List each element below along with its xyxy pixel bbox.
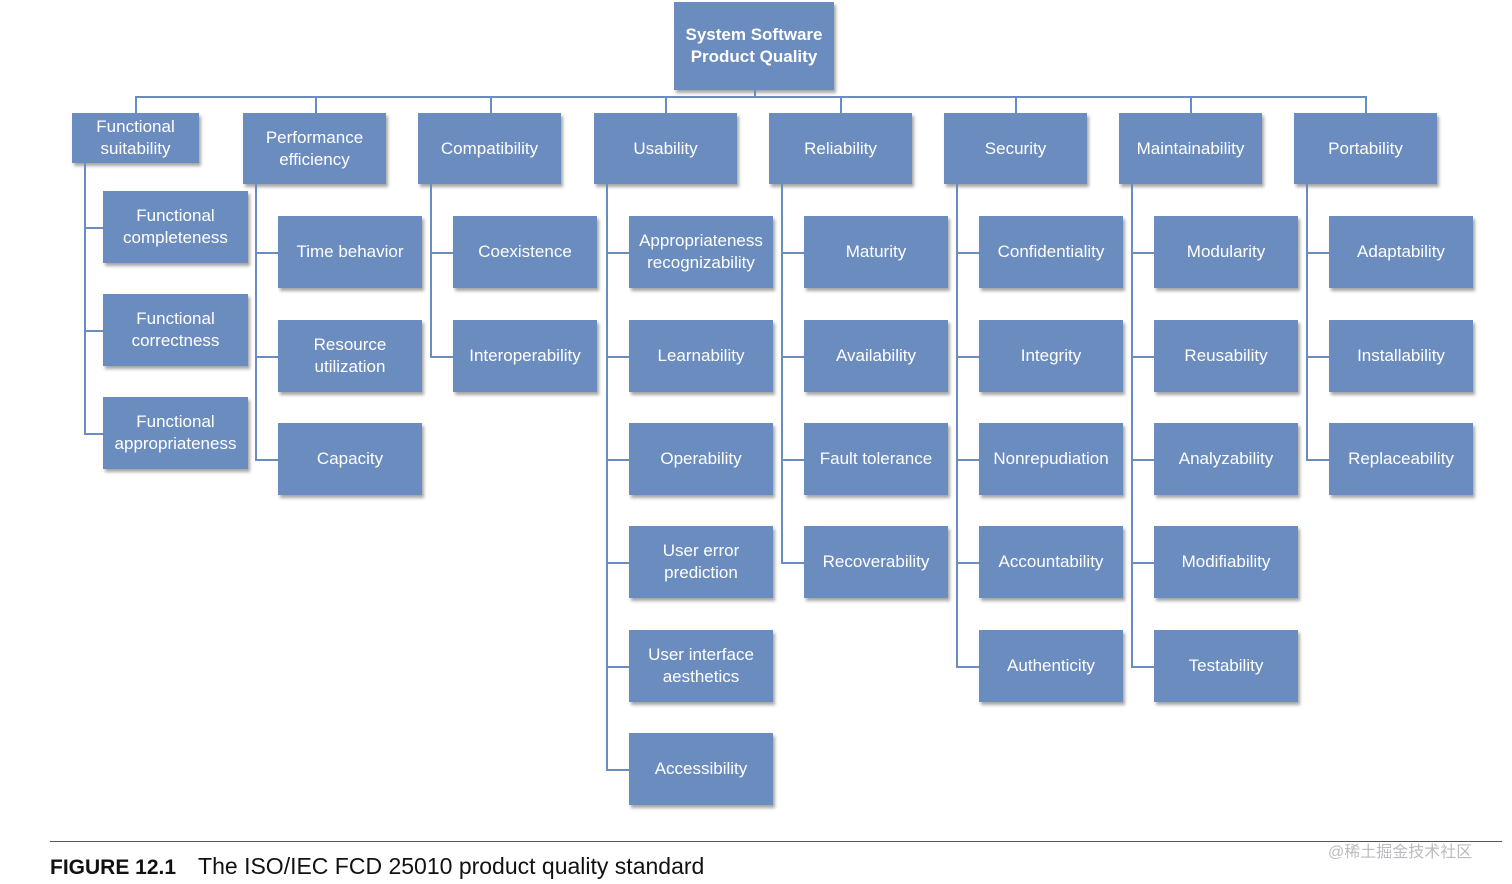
connector-line	[1131, 252, 1154, 254]
figure-caption: FIGURE 12.1 The ISO/IEC FCD 25010 product…	[50, 853, 704, 880]
attribute-node: Authenticity	[979, 630, 1123, 702]
attribute-node: Recoverability	[804, 526, 948, 598]
connector-line	[1365, 96, 1367, 113]
connector-line	[1131, 184, 1133, 667]
connector-line	[1131, 562, 1154, 564]
attribute-node: Integrity	[979, 320, 1123, 392]
attribute-node: Testability	[1154, 630, 1298, 702]
connector-line	[430, 252, 453, 254]
attribute-node: Analyzability	[1154, 423, 1298, 495]
connector-line	[1131, 666, 1154, 668]
connector-line	[135, 96, 137, 113]
figure-label: FIGURE 12.1	[50, 856, 177, 879]
connector-line	[956, 184, 958, 667]
category-node: Portability	[1294, 113, 1437, 184]
connector-line	[665, 96, 667, 113]
attribute-node: Modularity	[1154, 216, 1298, 288]
connector-line	[135, 96, 1367, 98]
attribute-node: Maturity	[804, 216, 948, 288]
connector-line	[84, 433, 103, 435]
connector-line	[781, 356, 804, 358]
attribute-node: Coexistence	[453, 216, 597, 288]
connector-line	[840, 96, 842, 113]
attribute-node: Confidentiality	[979, 216, 1123, 288]
attribute-node: Reusability	[1154, 320, 1298, 392]
connector-line	[956, 459, 979, 461]
attribute-node: Nonrepudiation	[979, 423, 1123, 495]
category-node: Maintainability	[1119, 113, 1262, 184]
connector-line	[956, 562, 979, 564]
connector-line	[430, 356, 453, 358]
attribute-node: Time behavior	[278, 216, 422, 288]
connector-line	[606, 562, 629, 564]
caption-rule	[50, 841, 1502, 842]
attribute-node: Operability	[629, 423, 773, 495]
attribute-node: Learnability	[629, 320, 773, 392]
connector-line	[781, 459, 804, 461]
attribute-node: Accessibility	[629, 733, 773, 805]
connector-line	[606, 184, 608, 770]
connector-line	[84, 330, 103, 332]
connector-line	[1131, 356, 1154, 358]
connector-line	[1306, 356, 1329, 358]
attribute-node: Adaptability	[1329, 216, 1473, 288]
figure-title: The ISO/IEC FCD 25010 product quality st…	[198, 853, 705, 879]
attribute-node: Availability	[804, 320, 948, 392]
attribute-node: Modifiability	[1154, 526, 1298, 598]
category-node: Security	[944, 113, 1087, 184]
connector-line	[1306, 459, 1329, 461]
connector-line	[606, 459, 629, 461]
connector-line	[490, 96, 492, 113]
attribute-node: Accountability	[979, 526, 1123, 598]
category-node: Usability	[594, 113, 737, 184]
connector-line	[781, 562, 804, 564]
connector-line	[1190, 96, 1192, 113]
attribute-node: Capacity	[278, 423, 422, 495]
attribute-node: Fault tolerance	[804, 423, 948, 495]
category-node: Reliability	[769, 113, 912, 184]
connector-line	[1015, 96, 1017, 113]
category-node: Compatibility	[418, 113, 561, 184]
connector-line	[956, 252, 979, 254]
connector-line	[1306, 184, 1308, 460]
connector-line	[315, 96, 317, 113]
connector-line	[754, 90, 756, 97]
connector-line	[606, 252, 629, 254]
connector-line	[956, 356, 979, 358]
connector-line	[255, 184, 257, 460]
connector-line	[1306, 252, 1329, 254]
connector-line	[781, 252, 804, 254]
attribute-node: Replaceability	[1329, 423, 1473, 495]
connector-line	[84, 163, 86, 434]
connector-line	[606, 666, 629, 668]
connector-line	[956, 666, 979, 668]
attribute-node: Installability	[1329, 320, 1473, 392]
connector-line	[430, 184, 432, 357]
connector-line	[255, 459, 278, 461]
connector-line	[1131, 459, 1154, 461]
connector-line	[255, 252, 278, 254]
connector-line	[781, 184, 783, 563]
watermark: @稀土掘金技术社区	[1328, 844, 1473, 861]
connector-line	[606, 356, 629, 358]
connector-line	[255, 356, 278, 358]
connector-line	[84, 227, 103, 229]
connector-line	[606, 769, 629, 771]
attribute-node: Interoperability	[453, 320, 597, 392]
